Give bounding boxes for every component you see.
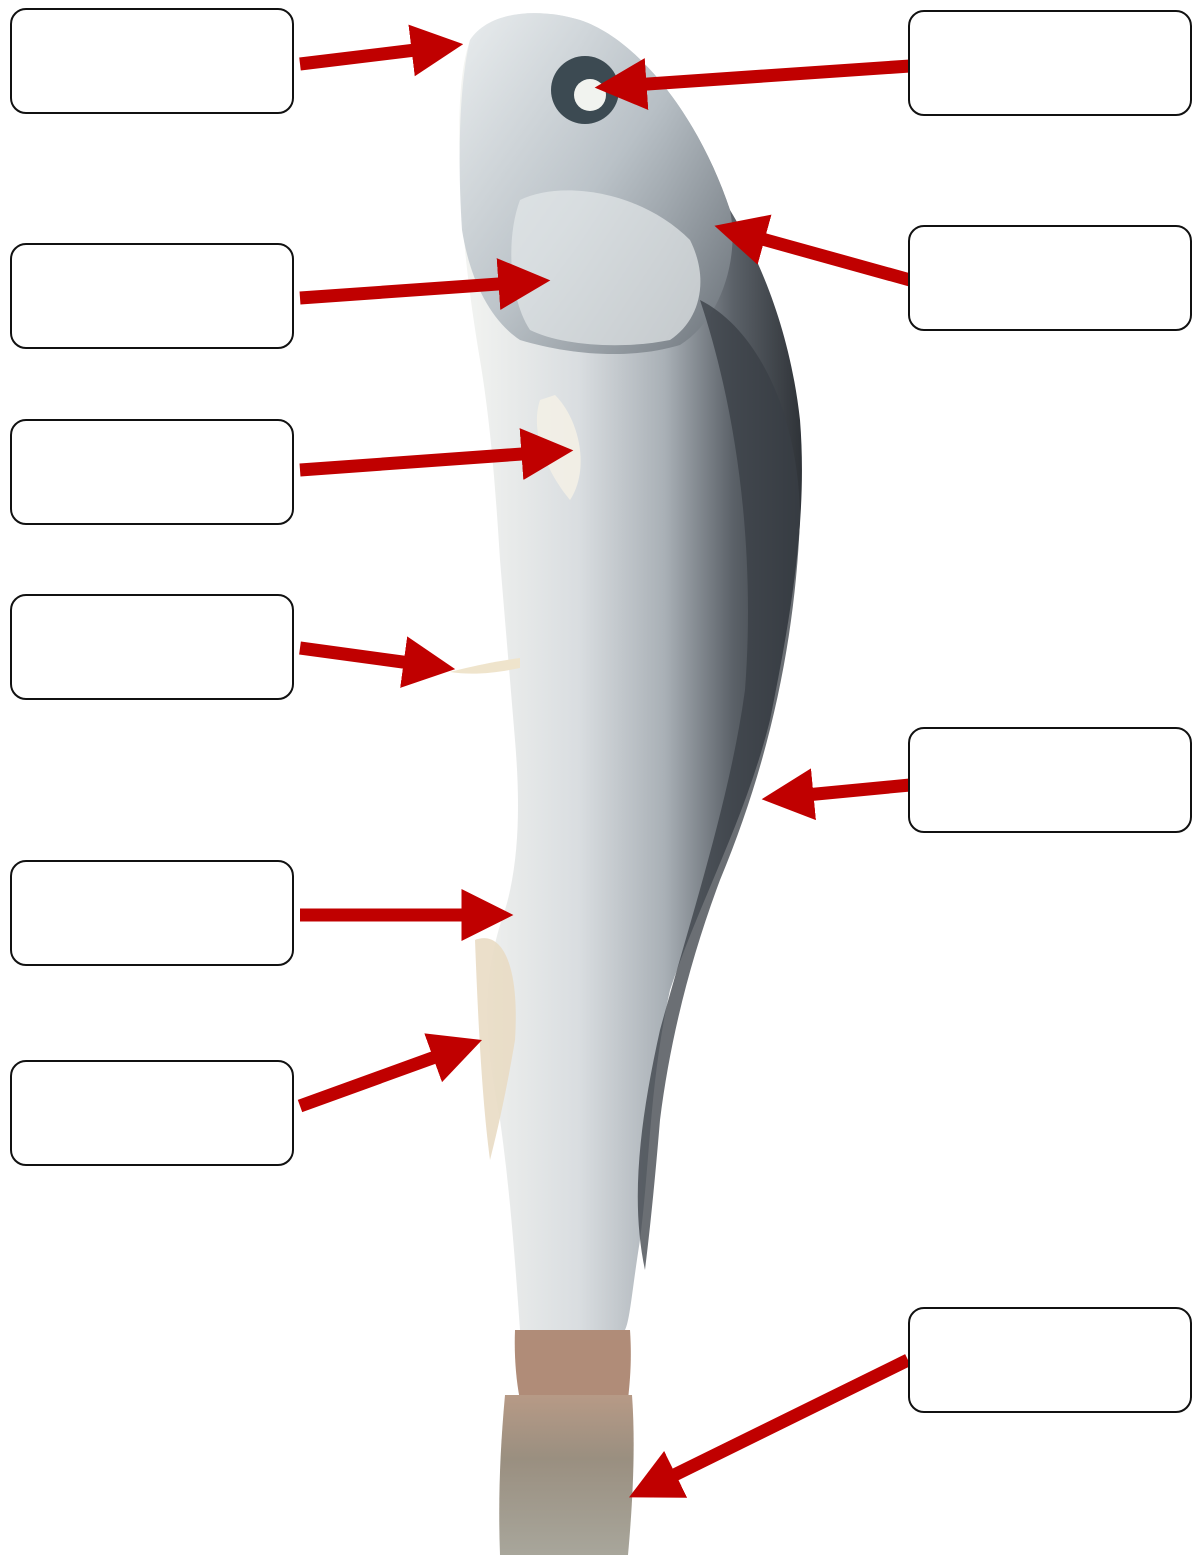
caudal-peduncle [515, 1330, 631, 1400]
label-box-6[interactable] [10, 1060, 294, 1166]
label-box-9[interactable] [908, 727, 1192, 833]
fish-photo [450, 13, 802, 1555]
label-box-8[interactable] [908, 225, 1192, 331]
label-box-4[interactable] [10, 594, 294, 700]
arrow-6 [300, 1048, 460, 1106]
arrow-9 [785, 785, 910, 797]
arrow-8 [737, 232, 910, 280]
caudal-fin [499, 1395, 633, 1555]
label-box-2[interactable] [10, 243, 294, 349]
arrow-1 [300, 47, 440, 64]
label-box-1[interactable] [10, 8, 294, 114]
label-box-5[interactable] [10, 860, 294, 966]
fish-eye-lens [574, 79, 606, 111]
arrow-10 [650, 1360, 908, 1487]
arrow-7 [618, 66, 910, 86]
label-box-7[interactable] [908, 10, 1192, 116]
label-box-10[interactable] [908, 1307, 1192, 1413]
arrow-4 [300, 648, 432, 666]
label-box-3[interactable] [10, 419, 294, 525]
